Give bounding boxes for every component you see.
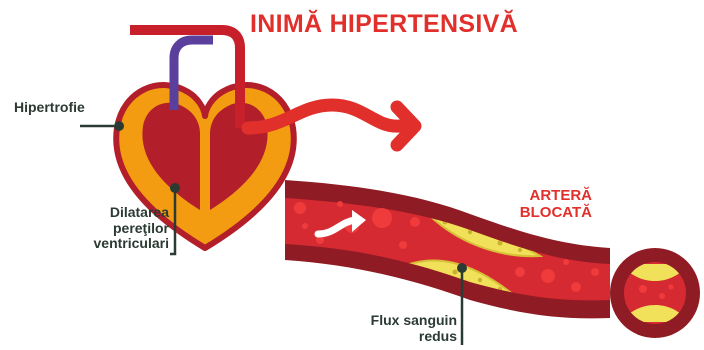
page-title: INIMĂ HIPERTENSIVĂ — [250, 10, 518, 38]
reduced-flow-line1: Flux sanguin — [300, 313, 457, 329]
dilation-label-line2: pereţilor — [0, 221, 169, 237]
dilation-label-line1: Dilatarea — [0, 205, 169, 221]
blocked-artery-line2: BLOCATĂ — [500, 205, 592, 222]
dilation-label-line3: ventriculari — [0, 236, 169, 252]
dilation-marker — [170, 183, 180, 193]
artery-cross-section — [610, 248, 700, 338]
hypertrophy-label: Hipertrofie — [14, 100, 85, 116]
blocked-artery-line1: ARTERĂ — [500, 188, 592, 205]
hypertrophy-marker — [114, 121, 124, 131]
reduced-flow-line2: redus — [300, 329, 457, 345]
blocked-artery-label: ARTERĂ BLOCATĂ — [500, 188, 592, 222]
flow-marker — [457, 263, 467, 273]
reduced-flow-label: Flux sanguin redus — [300, 313, 457, 344]
dilation-label: Dilatarea pereţilor ventriculari — [0, 205, 169, 252]
